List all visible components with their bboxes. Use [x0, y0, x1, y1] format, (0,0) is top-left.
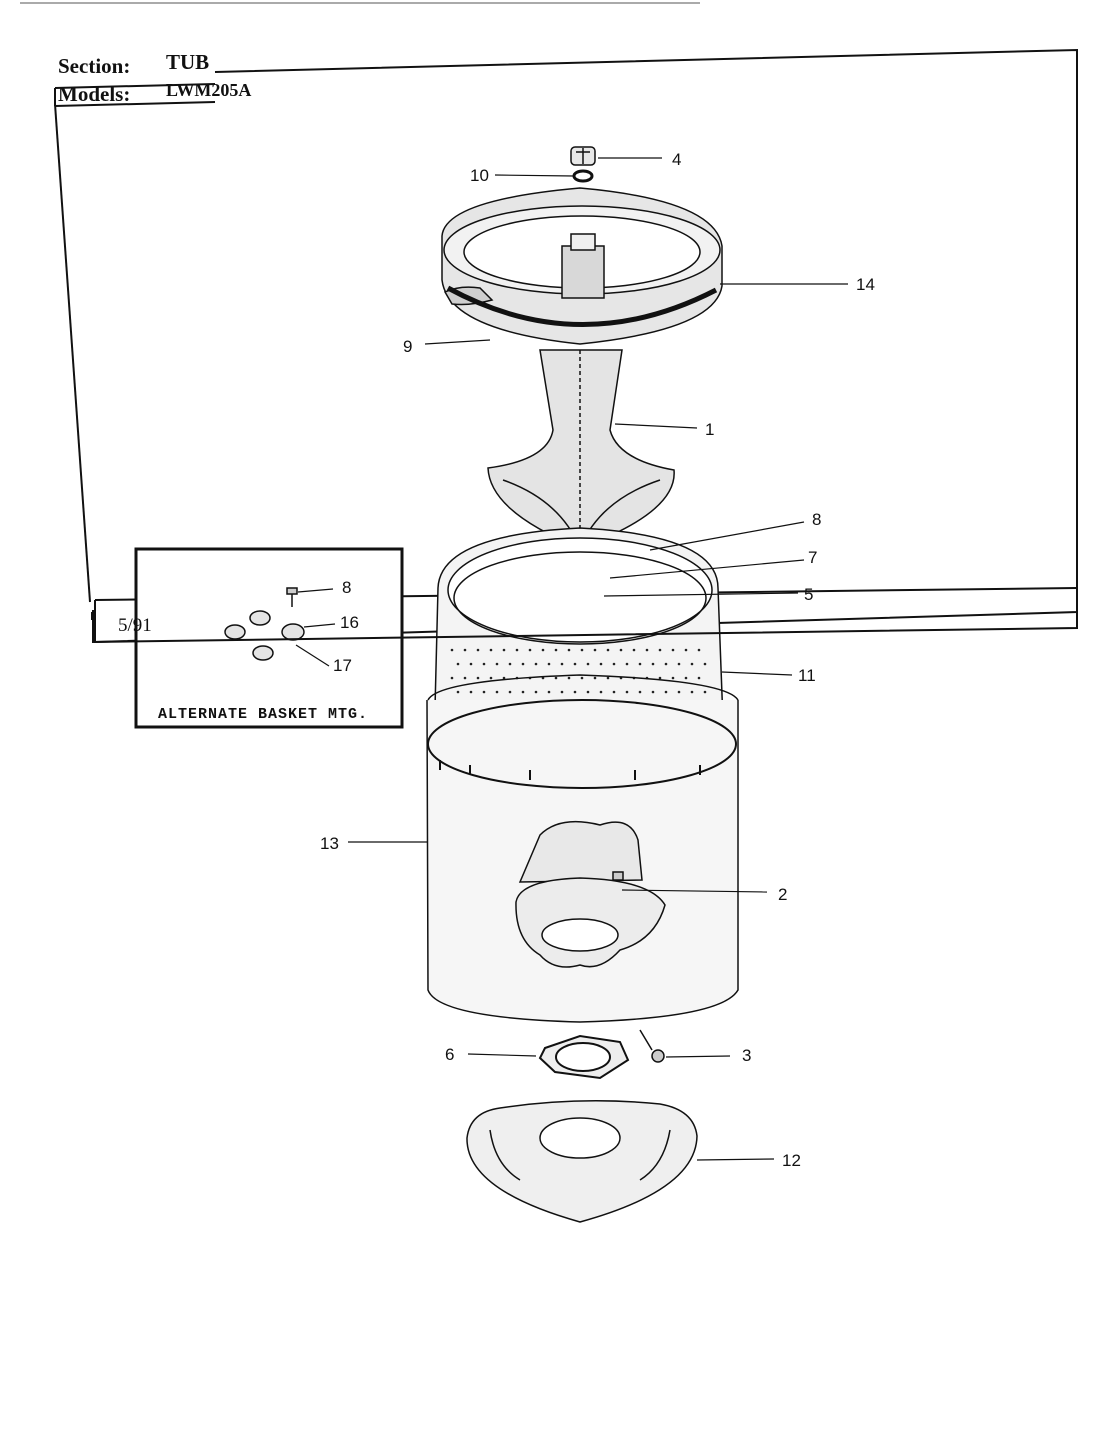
callout-3: 3 [742, 1046, 751, 1065]
callout-12: 12 [782, 1151, 801, 1170]
footer-frame [91, 600, 1078, 644]
callout-8: 8 [812, 510, 821, 529]
part-4-knob [570, 146, 596, 166]
callout-10: 10 [470, 166, 489, 185]
leader-lines [348, 157, 848, 1161]
callout-4: 4 [672, 150, 681, 169]
callout-7: 7 [808, 548, 817, 567]
part-2-cutaway [515, 820, 666, 968]
inset-callout-8: 8 [342, 578, 351, 597]
inset-screw [286, 587, 298, 607]
part-10-oring [572, 169, 594, 183]
revision-date: 5/91 [118, 615, 152, 636]
callout-9: 9 [403, 337, 412, 356]
callout-11: 11 [798, 666, 816, 685]
callout-2: 2 [778, 885, 787, 904]
callout-1: 1 [705, 420, 714, 439]
section-value: TUB [166, 50, 210, 74]
inset-callout-16: 16 [340, 613, 359, 632]
inset-caption: ALTERNATE BASKET MTG. [158, 706, 368, 723]
callout-13: 13 [320, 834, 339, 853]
inset-spacers [224, 610, 305, 661]
inset-callout-17: 17 [333, 656, 352, 675]
part-6-flange [538, 1034, 630, 1080]
callout-6: 6 [445, 1045, 454, 1064]
part-3-bolt [639, 1029, 665, 1063]
part-12-base [466, 1100, 698, 1223]
section-label: Section: [58, 54, 131, 78]
callout-14: 14 [856, 275, 875, 294]
callout-5: 5 [804, 585, 813, 604]
